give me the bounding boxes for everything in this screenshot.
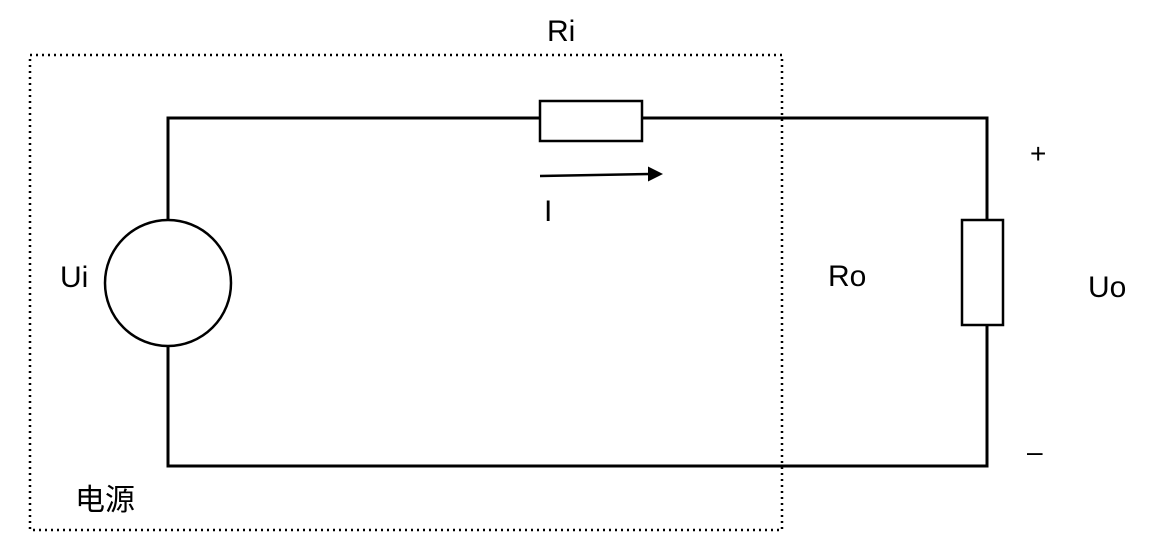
wire-top-right <box>642 116 989 220</box>
internal-resistor <box>538 99 644 143</box>
current-label: I <box>544 195 552 228</box>
wire-top-left <box>166 116 540 220</box>
current-arrow-icon <box>539 166 663 182</box>
power-source-boundary <box>28 53 784 532</box>
source-voltage-label: Ui <box>60 261 88 294</box>
load-resistor <box>960 218 1005 327</box>
minus-terminal-label: – <box>1027 436 1043 467</box>
load-resistor-label: Ro <box>828 260 866 293</box>
wire-bottom <box>166 325 989 468</box>
voltage-source-icon <box>103 218 233 348</box>
internal-resistor-label: Ri <box>547 15 575 48</box>
plus-terminal-label: + <box>1030 138 1046 169</box>
power-source-label: 电源 <box>75 484 135 517</box>
output-voltage-label: Uo <box>1088 271 1126 304</box>
